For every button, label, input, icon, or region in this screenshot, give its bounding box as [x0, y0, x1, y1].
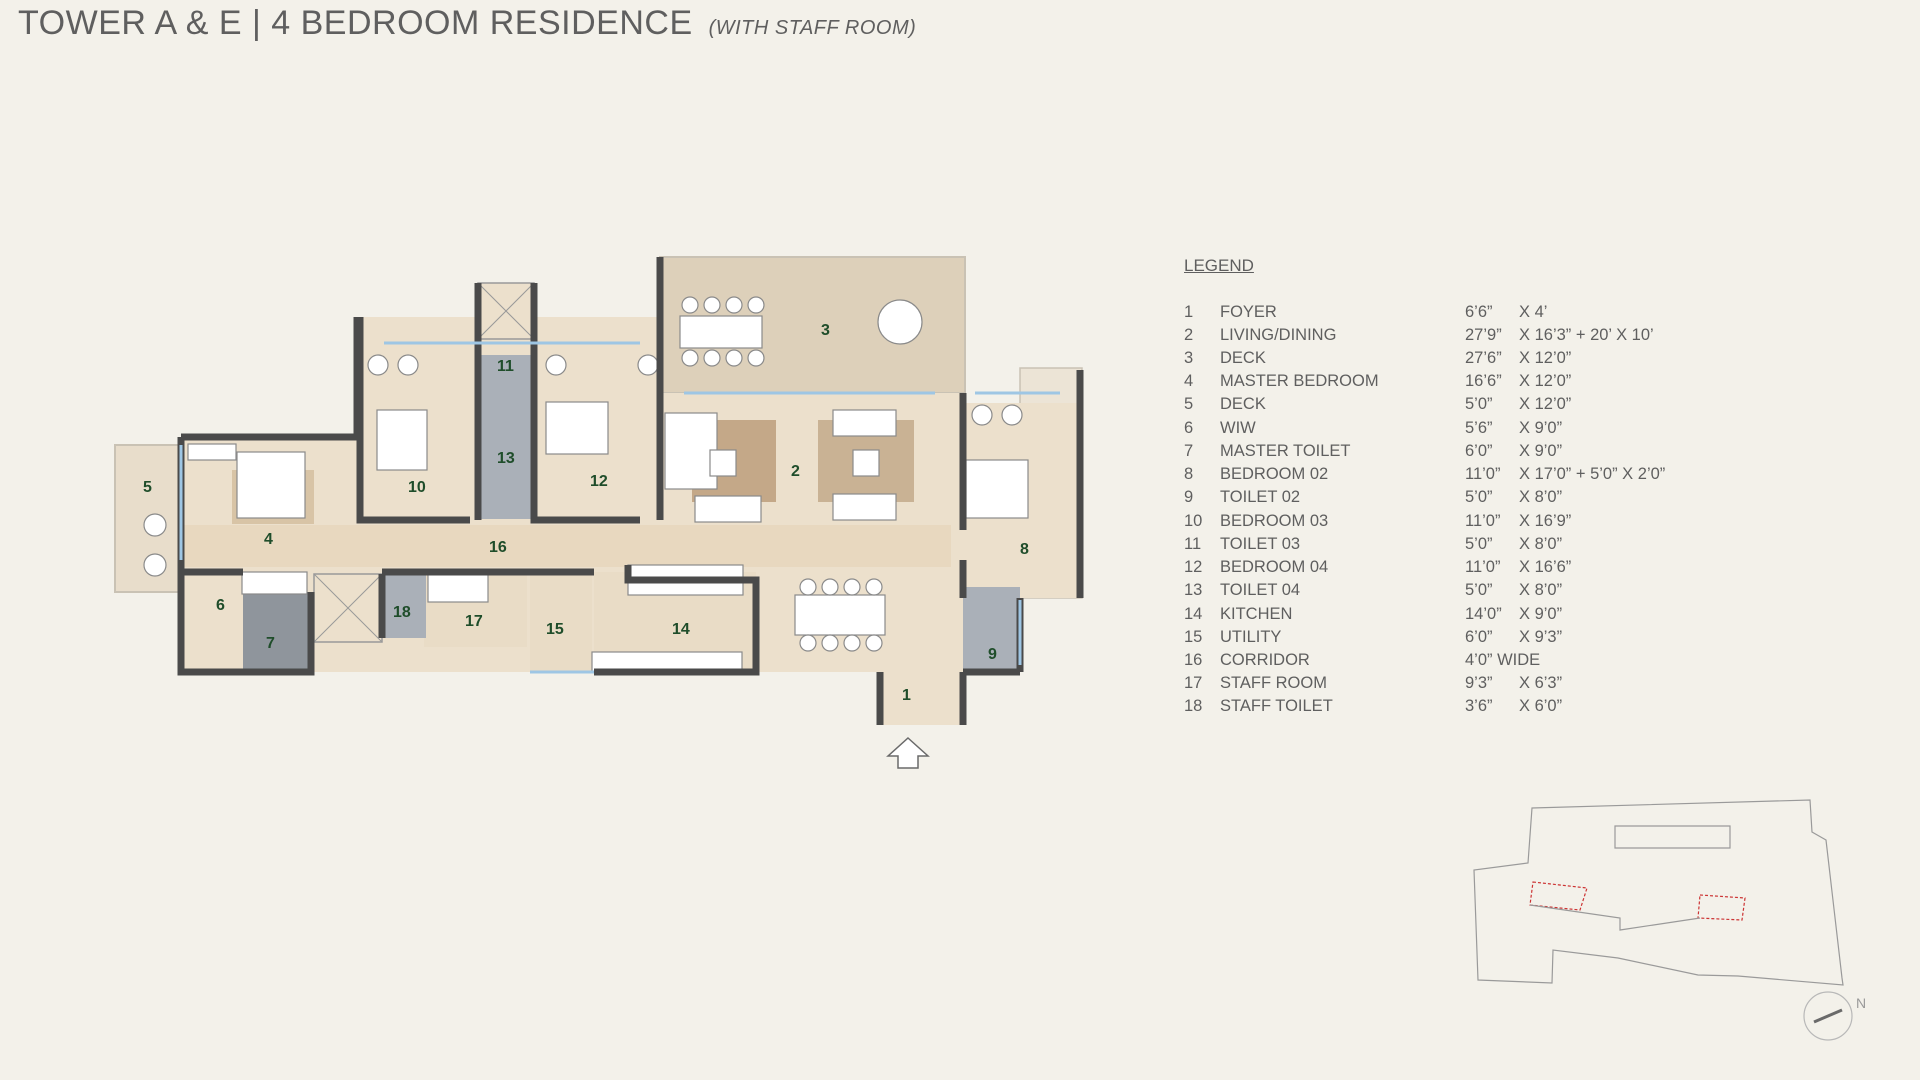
compass-label: N [1856, 995, 1867, 1011]
room-number: 6 [216, 597, 225, 614]
title-subtitle: (WITH STAFF ROOM) [708, 17, 917, 39]
glazing [179, 341, 1060, 674]
room-number: 8 [1020, 541, 1029, 558]
utility-15 [530, 572, 592, 672]
room-number: 17 [465, 613, 483, 630]
room-number: 18 [393, 604, 411, 621]
room-number: 5 [143, 479, 152, 496]
corridor-16 [181, 525, 951, 567]
toilet-18 [382, 574, 426, 638]
room-number: 4 [264, 531, 273, 548]
entry-arrow-icon [886, 736, 930, 769]
toilet-13 [478, 437, 534, 519]
room-number: 14 [672, 621, 690, 638]
toilet-7 [243, 592, 311, 672]
room-number: 13 [497, 450, 515, 467]
room-number: 1 [902, 687, 911, 704]
room-number: 11 [497, 358, 514, 375]
compass-icon [1803, 991, 1853, 1041]
furniture [187, 315, 1029, 673]
room-number: 16 [489, 539, 507, 556]
room-number: 7 [266, 635, 275, 652]
room-number: 2 [791, 463, 800, 480]
chairs [143, 296, 1023, 652]
room-number: 15 [546, 621, 564, 638]
room-number: 9 [988, 646, 997, 663]
title-main: TOWER A & E | 4 BEDROOM RESIDENCE [18, 4, 693, 42]
legend-title: LEGEND [1184, 256, 1254, 275]
toilet-9 [963, 587, 1020, 672]
room-number: 10 [408, 479, 426, 496]
toilet-11 [478, 355, 534, 437]
room-numbers: 1 2 3 4 5 6 7 8 9 10 11 12 13 14 15 16 1… [143, 322, 1029, 704]
room-number: 12 [590, 473, 608, 490]
room-number: 3 [821, 322, 830, 339]
key-plan-icon [1473, 799, 1844, 986]
page-title: TOWER A & E | 4 BEDROOM RESIDENCE (WITH … [18, 4, 916, 43]
